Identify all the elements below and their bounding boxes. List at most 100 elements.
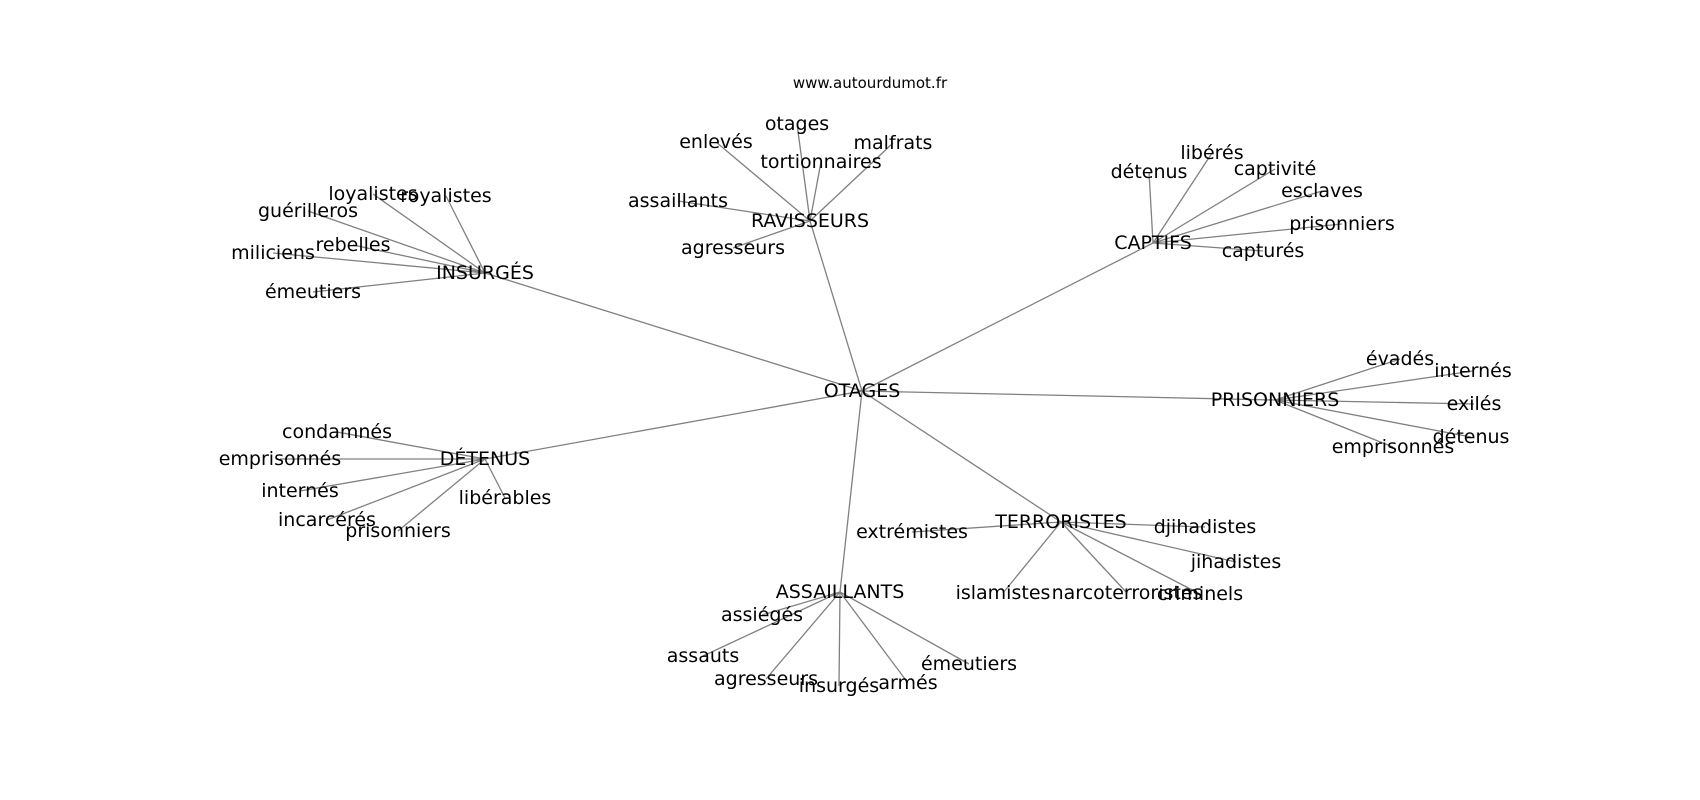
edge-prisonniers-exiles xyxy=(1274,399,1475,405)
node-leaf-esclaves: esclaves xyxy=(1281,180,1363,202)
node-leaf-malfrats: malfrats xyxy=(854,132,933,154)
node-leaf-guerilleros: guérilleros xyxy=(258,200,358,222)
edge-insurges-emeutiers xyxy=(312,272,486,293)
edge-detenus-internes xyxy=(299,458,486,492)
edge-ravisseurs-otages xyxy=(796,123,811,222)
edge-captifs-liberes xyxy=(1152,152,1213,244)
edge-terroristes-djihadistes xyxy=(1060,521,1206,528)
node-leaf-emeutiers: émeutiers xyxy=(921,653,1017,675)
node-group-terroristes: TERRORISTES xyxy=(994,511,1127,533)
node-leaf-otages: otages xyxy=(765,113,829,135)
edge-captifs-detenus xyxy=(1148,171,1154,244)
edge-terroristes-jihadistes xyxy=(1060,521,1237,563)
edge-insurges-royalistes xyxy=(445,195,486,274)
edge-center-ravisseurs xyxy=(809,220,863,392)
edge-insurges-miliciens xyxy=(272,252,486,274)
edge-ravisseurs-tortionnaires xyxy=(809,161,822,222)
edge-insurges-rebelles xyxy=(352,244,486,274)
source-watermark: www.autourdumot.fr xyxy=(793,74,948,92)
node-group-insurges: INSURGÉS xyxy=(436,261,534,284)
edge-ravisseurs-agresseurs xyxy=(732,220,811,249)
edge-terroristes-criminels xyxy=(1060,521,1201,595)
edge-detenus-prisonniers xyxy=(397,458,486,532)
graph-node-labels: OTAGES RAVISSEURS otages enlevés malfratstor… xyxy=(219,113,1512,697)
edge-terroristes-extremistes xyxy=(911,521,1062,533)
node-leaf-rebelles: rebelles xyxy=(316,234,391,256)
edge-captifs-captures xyxy=(1152,242,1264,252)
node-leaf-miliciens: miliciens xyxy=(231,242,315,264)
edge-captifs-prisonniers xyxy=(1152,223,1343,244)
node-leaf-exiles: exilés xyxy=(1447,393,1502,415)
node-leaf-detenus: détenus xyxy=(1433,426,1510,448)
node-leaf-agresseurs: agresseurs xyxy=(681,237,785,259)
node-leaf-internes: internés xyxy=(261,480,339,502)
node-leaf-liberables: libérables xyxy=(459,487,552,509)
edge-assaillants-agresseurs xyxy=(765,591,841,680)
edge-center-captifs xyxy=(861,242,1154,392)
edge-assaillants-assauts xyxy=(702,591,841,657)
node-leaf-assaillants: assaillants xyxy=(628,190,728,212)
node-leaf-narcoterroristes: narcoterroristes xyxy=(1052,582,1203,604)
edge-center-assaillants xyxy=(839,390,863,593)
node-leaf-tortionnaires: tortionnaires xyxy=(760,151,881,173)
node-leaf-incarceres: incarcérés xyxy=(278,509,376,531)
node-leaf-djihadistes: djihadistes xyxy=(1154,516,1257,538)
node-leaf-emprisonnes: emprisonnés xyxy=(1332,436,1455,458)
node-leaf-royalistes: royalistes xyxy=(400,185,491,207)
node-leaf-armes: armés xyxy=(878,672,937,694)
edge-ravisseurs-enleves xyxy=(715,141,811,222)
edge-insurges-guerilleros xyxy=(307,210,486,274)
edge-ravisseurs-malfrats xyxy=(809,142,894,222)
node-leaf-assauts: assauts xyxy=(667,645,739,667)
node-leaf-prisonniers: prisonniers xyxy=(345,520,450,542)
node-group-captifs: CAPTIFS xyxy=(1114,232,1192,254)
edge-ravisseurs-assaillants xyxy=(677,200,811,222)
graph-edges xyxy=(272,123,1475,687)
node-leaf-emprisonnes: emprisonnés xyxy=(219,448,342,470)
edge-assaillants-assieges xyxy=(761,591,841,616)
node-leaf-jihadistes: jihadistes xyxy=(1190,551,1282,573)
edge-detenus-liberables xyxy=(484,458,506,499)
node-group-ravisseurs: RAVISSEURS xyxy=(751,210,869,232)
node-leaf-liberes: libérés xyxy=(1180,142,1243,164)
node-leaf-extremistes: extrémistes xyxy=(856,521,968,543)
node-leaf-loyalistes: loyalistes xyxy=(328,183,417,205)
edge-captifs-esclaves xyxy=(1152,190,1323,244)
edge-assaillants-insurges xyxy=(838,591,841,687)
node-leaf-emeutiers: émeutiers xyxy=(265,281,361,303)
node-leaf-agresseurs: agresseurs xyxy=(714,668,818,690)
edge-terroristes-islamistes xyxy=(1002,521,1062,594)
edge-prisonniers-evades xyxy=(1274,358,1401,401)
node-leaf-islamistes: islamistes xyxy=(956,582,1051,604)
edge-prisonniers-emprisonnes xyxy=(1274,399,1394,448)
node-center: OTAGES xyxy=(824,380,901,402)
edge-center-insurges xyxy=(484,272,863,392)
node-leaf-enleves: enlevés xyxy=(679,131,753,153)
edge-center-prisonniers xyxy=(861,390,1276,401)
node-leaf-prisonniers: prisonniers xyxy=(1289,213,1394,235)
node-group-prisonniers: PRISONNIERS xyxy=(1211,389,1340,411)
edge-assaillants-armes xyxy=(839,591,909,684)
edge-center-terroristes xyxy=(861,390,1062,523)
node-group-assaillants: ASSAILLANTS xyxy=(776,581,905,603)
node-leaf-internes: internés xyxy=(1434,360,1512,382)
edge-captifs-captivite xyxy=(1152,168,1276,244)
edge-detenus-condamnes xyxy=(336,431,486,460)
node-leaf-criminels: criminels xyxy=(1157,583,1243,605)
edge-center-detenus xyxy=(484,390,863,460)
edge-terroristes-narcoterroristes xyxy=(1060,521,1128,594)
edge-prisonniers-detenus xyxy=(1274,399,1472,438)
node-leaf-detenus: détenus xyxy=(1111,161,1188,183)
node-leaf-evades: évadés xyxy=(1366,348,1434,370)
edge-detenus-incarceres xyxy=(326,458,486,521)
edge-prisonniers-internes xyxy=(1274,370,1474,401)
node-leaf-condamnes: condamnés xyxy=(282,421,392,443)
node-group-detenus: DÉTENUS xyxy=(440,447,530,470)
edge-insurges-loyalistes xyxy=(372,193,486,274)
edge-assaillants-emeutiers xyxy=(839,591,970,665)
node-leaf-insurges: insurgés xyxy=(799,675,879,697)
node-leaf-captures: capturés xyxy=(1222,240,1305,262)
node-leaf-assieges: assiégés xyxy=(721,604,803,626)
node-leaf-captivite: captivité xyxy=(1234,158,1317,180)
